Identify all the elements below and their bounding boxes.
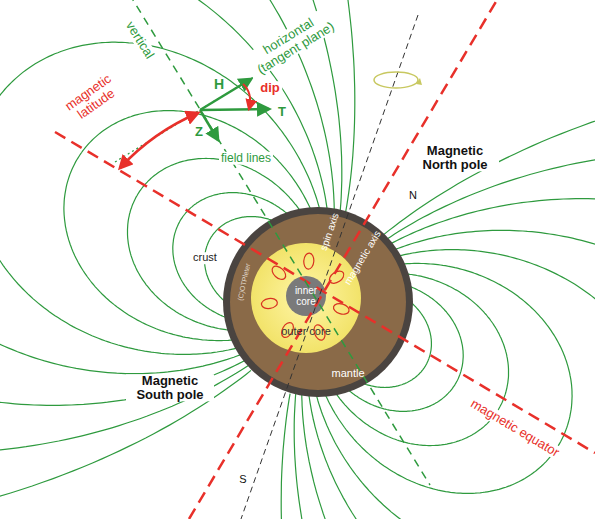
label-text: N bbox=[407, 190, 419, 202]
label-text: T bbox=[276, 105, 288, 119]
spin-axis-line bbox=[241, 15, 418, 519]
rotation-arrow bbox=[416, 78, 422, 85]
earth-crust: crustmantleouter coreinner core bbox=[223, 207, 413, 397]
label-text: H bbox=[214, 77, 224, 92]
layer-name: inner core bbox=[289, 286, 323, 307]
vertical-line bbox=[122, 0, 430, 485]
label-text: Z bbox=[193, 125, 205, 139]
layer-name: mantle bbox=[331, 368, 364, 380]
t-vector bbox=[200, 109, 269, 110]
label-text: Magnetic South pole bbox=[126, 374, 214, 401]
latitude-arc bbox=[120, 113, 198, 168]
magnetic-equator-line bbox=[55, 132, 595, 453]
label-text: dip bbox=[258, 81, 282, 95]
layer-name: outer core bbox=[281, 326, 331, 338]
label-text: horizontal (tangent plane) bbox=[241, 3, 344, 81]
label-text: vertical bbox=[122, 17, 158, 63]
field-line bbox=[0, 42, 320, 354]
magnetic-axis-line bbox=[189, 0, 497, 519]
dip-arc bbox=[243, 84, 250, 109]
h-vector bbox=[200, 79, 251, 110]
label-text: S bbox=[237, 474, 248, 486]
rotation-symbol bbox=[374, 72, 418, 88]
layer-name: crust bbox=[191, 252, 219, 264]
label-text: field lines bbox=[219, 152, 273, 165]
label-text: Magnetic North pole bbox=[411, 144, 499, 171]
